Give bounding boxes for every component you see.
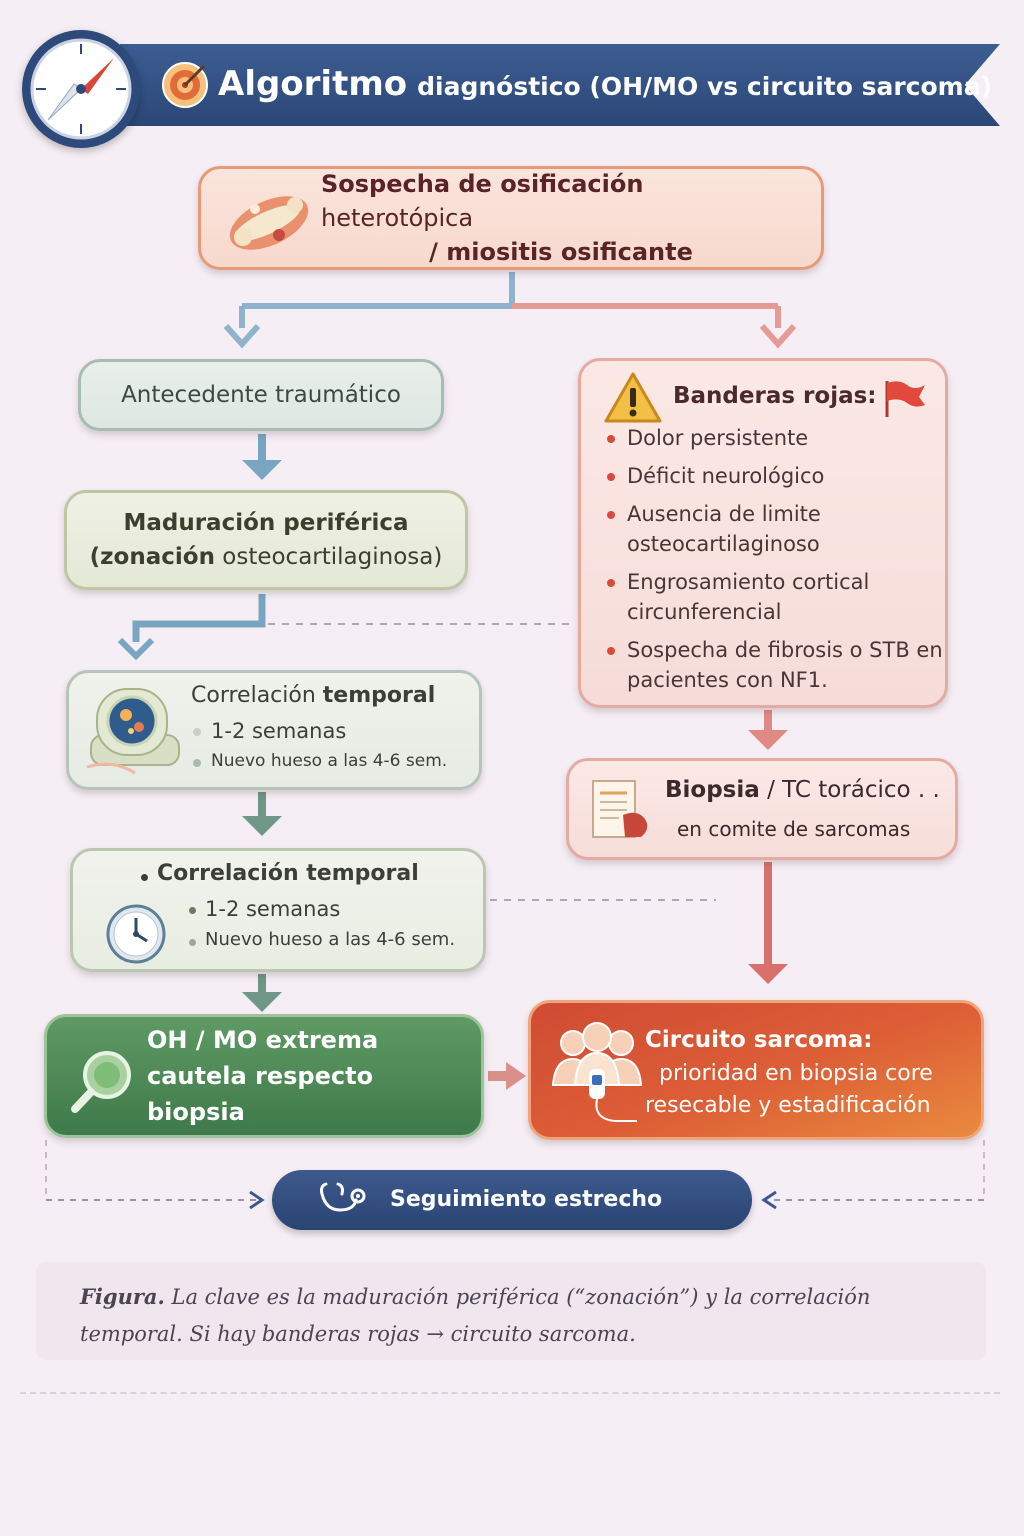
compass-icon [22,30,140,148]
corr2-item1: 1-2 semanas [205,897,341,921]
red-flags-header: Banderas rojas: [673,383,877,409]
divider [20,1392,1000,1394]
bone-icon [219,179,319,263]
list-item: Ausencia de limite osteocartilaginoso [605,499,945,559]
biopsy-rest: / TC torácico . . [767,777,940,803]
title-subtitle: diagnóstico (OH/MO vs circuito sarcoma) [417,72,993,101]
page-title: Algoritmo diagnóstico (OH/MO vs circuito… [218,56,992,112]
red-flags-list: Dolor persistente Déficit neurológico Au… [605,423,945,703]
followup-node: Seguimiento estrecho [272,1170,752,1230]
correlation-node-1: Correlación temporal 1-2 semanas Nuevo h… [66,670,482,790]
list-item: Engrosamiento cortical circunferencial [605,567,945,627]
bullet [193,728,201,736]
red-flags-node: Banderas rojas: Dolor persistente Défici… [578,358,948,708]
trauma-label: Antecedente traumático [121,382,401,408]
ohmo-node: OH / MO extrema cautela respecto biopsia [44,1014,484,1138]
sarcoma-node: Circuito sarcoma: prioridad en biopsia c… [528,1000,984,1140]
bullet [189,907,196,914]
red-flag-icon [881,379,927,423]
bullet [193,759,201,767]
corr1-item1: 1-2 semanas [211,719,347,743]
magnifier-icon [69,1047,137,1119]
ultrasound-icon [83,683,187,783]
sarcoma-line2: prioridad en biopsia core [659,1061,933,1086]
start-line2: / miositis osificante [429,238,693,266]
corr2-title: Correlación temporal [157,861,419,886]
correlation-node-2: Correlación temporal 1-2 semanas Nuevo h… [70,848,486,972]
followup-label: Seguimiento estrecho [390,1187,663,1212]
start-bold: Sospecha de osificación [321,170,644,198]
biopsy-line2: en comite de sarcomas [677,817,911,841]
bullet [189,939,196,946]
maturation-line1: Maduración periférica [123,510,409,536]
ohmo-line2: cautela respecto biopsia [147,1062,374,1126]
maturation-rest: osteocartilaginosa) [222,544,443,570]
maturation-node: Maduración periférica (zonación osteocar… [64,490,468,590]
caption-label: Figura. [80,1284,165,1309]
target-icon [160,60,210,110]
sarcoma-line1: Circuito sarcoma: [645,1027,873,1053]
clock-icon [105,903,167,969]
biopsy-node: Biopsia / TC torácico . . en comite de s… [566,758,958,860]
title-main: Algoritmo [218,64,408,104]
list-item: Déficit neurológico [605,461,945,491]
list-item: Dolor persistente [605,423,945,453]
sarcoma-line3: resecable y estadificación [645,1093,931,1118]
corr2-item2: Nuevo hueso a las 4-6 sem. [205,929,456,950]
ohmo-line1: OH / MO extrema [147,1026,379,1054]
list-item: Sospecha de fibrosis o STB en pacientes … [605,635,945,695]
start-rest: heterotópica [321,204,474,232]
trauma-node: Antecedente traumático [78,359,444,431]
caption-text: La clave es la maduración periférica (“z… [80,1285,871,1346]
corr1-title-bold: temporal [322,683,436,708]
document-icon [589,775,655,849]
corr1-title-light: Correlación [191,683,316,708]
warning-icon [603,371,663,429]
stethoscope-icon [316,1180,370,1224]
start-node: Sospecha de osificación heterotópica / m… [198,166,824,270]
bullet [141,874,148,881]
team-icon [549,1021,645,1129]
biopsy-bold: Biopsia [665,777,760,803]
figure-caption: Figura. La clave es la maduración perifé… [36,1262,986,1360]
title-banner [120,44,1000,126]
maturation-bold: (zonación [89,544,215,570]
corr1-item2: Nuevo hueso a las 4-6 sem. [211,751,448,771]
